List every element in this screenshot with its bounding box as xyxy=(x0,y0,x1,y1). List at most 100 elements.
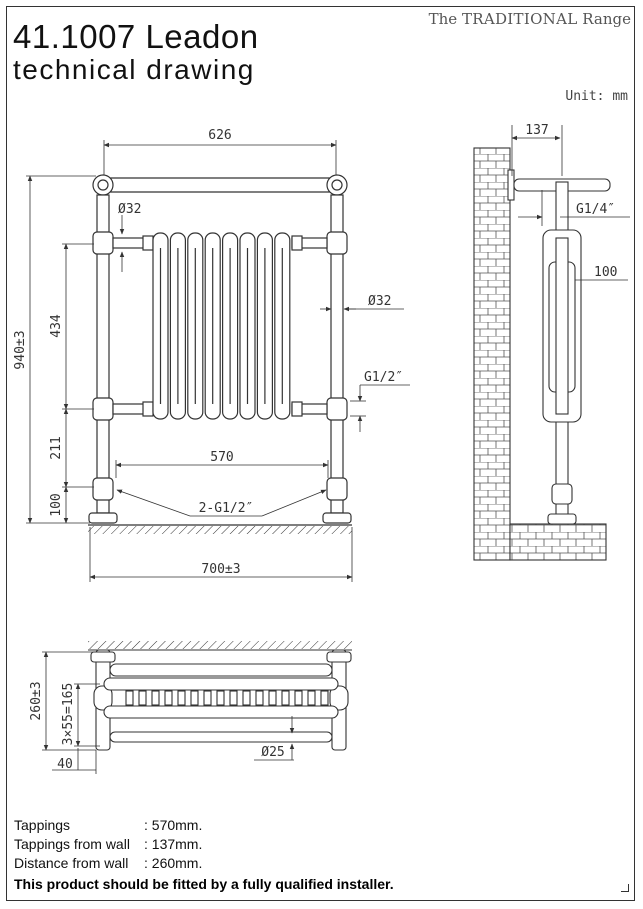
top-right-bracket-inner xyxy=(331,179,343,191)
plan-fin xyxy=(307,690,316,706)
lower-right-nut xyxy=(291,401,303,417)
plan-fin xyxy=(216,690,225,706)
dim-inlet-leader-left xyxy=(116,489,191,517)
plan-top-rail xyxy=(109,663,333,677)
spec-label: Tappings from wall xyxy=(14,836,130,852)
upper-right-nut xyxy=(291,235,303,251)
lower-left-nut xyxy=(142,401,154,417)
front-view xyxy=(88,174,352,534)
plan-left-knob xyxy=(93,685,113,711)
top-left-bracket xyxy=(92,174,114,196)
plan-bottom-rail xyxy=(109,731,333,743)
left-foot xyxy=(88,512,118,524)
plan-radiator-fins xyxy=(125,690,329,706)
plan-fin xyxy=(125,690,134,706)
plan-fin xyxy=(151,690,160,706)
side-valve xyxy=(551,483,573,505)
label-434: 434 xyxy=(49,314,64,338)
spec-label: Distance from wall xyxy=(14,855,129,871)
label-700: 700±3 xyxy=(201,562,240,577)
sheet-border xyxy=(6,6,635,901)
spec-row-tappings: Tappings : 570mm. xyxy=(14,817,202,833)
brick-wall xyxy=(473,147,511,561)
plan-left-bracket xyxy=(90,651,116,663)
upper-left-nut xyxy=(142,235,154,251)
front-dimension-labels: 626 940±3 434 211 100 Ø32 Ø32 G1/2″ 570 … xyxy=(13,128,403,577)
brand-suffix: Range xyxy=(582,10,631,28)
right-valve xyxy=(326,477,348,501)
plan-view xyxy=(88,641,352,751)
label-100: 100 xyxy=(49,493,64,516)
label-626: 626 xyxy=(208,128,231,143)
front-dimensions xyxy=(26,140,410,582)
top-left-bracket-inner xyxy=(97,179,109,191)
corner-mark xyxy=(621,884,629,892)
left-upper-collar xyxy=(92,231,114,255)
plan-fin xyxy=(138,690,147,706)
label-40: 40 xyxy=(57,757,73,772)
label-g14: G1/4″ xyxy=(576,202,615,217)
label-211: 211 xyxy=(49,436,64,459)
plan-fin xyxy=(294,690,303,706)
spec-value: : 137mm. xyxy=(144,836,203,852)
label-side-100: 100 xyxy=(594,265,617,280)
label-570: 570 xyxy=(210,450,233,465)
label-137: 137 xyxy=(525,123,548,138)
label-dia32-right: Ø32 xyxy=(368,294,391,309)
unit-label: Unit: mm xyxy=(565,89,628,104)
brick-floor xyxy=(509,523,607,561)
plan-wall-hatch xyxy=(88,641,352,649)
side-dimension-labels: 137 G1/4″ 100 xyxy=(525,123,617,280)
label-165: 3×55=165 xyxy=(61,683,76,746)
label-940: 940±3 xyxy=(13,330,28,369)
plan-fin xyxy=(190,690,199,706)
right-lower-collar xyxy=(326,397,348,421)
plan-fin xyxy=(255,690,264,706)
dim-inlet-leader-right xyxy=(261,489,327,517)
side-foot xyxy=(547,513,577,525)
plan-right-bracket xyxy=(326,651,352,663)
plan-rail-2 xyxy=(103,677,339,691)
installer-note: This product should be fitted by a fully… xyxy=(14,876,394,892)
label-g12: G1/2″ xyxy=(364,370,403,385)
side-view xyxy=(473,147,611,561)
plan-fin xyxy=(164,690,173,706)
plan-fin xyxy=(268,690,277,706)
plan-fin xyxy=(177,690,186,706)
label-inlets: 2-G1/2″ xyxy=(199,501,254,516)
right-upper-collar xyxy=(326,231,348,255)
plan-dimension-labels: 260±3 3×55=165 40 Ø25 xyxy=(29,681,285,772)
spec-label: Tappings xyxy=(14,817,71,833)
side-column-front xyxy=(555,237,569,415)
top-right-bracket xyxy=(326,174,348,196)
wall-plate xyxy=(507,169,515,201)
plan-right-knob xyxy=(329,685,349,711)
spec-value: : 570mm. xyxy=(144,817,203,833)
plan-fin xyxy=(229,690,238,706)
floor-hatch xyxy=(88,526,352,534)
spec-row-tappings-wall: Tappings from wall : 137mm. xyxy=(14,836,202,852)
brand-label: The TRADITIONAL Range xyxy=(429,10,631,28)
radiator-columns xyxy=(152,232,291,420)
side-dimensions xyxy=(511,125,630,281)
right-foot xyxy=(322,512,352,524)
left-lower-collar xyxy=(92,397,114,421)
spec-row-distance-wall: Distance from wall : 260mm. xyxy=(14,855,202,871)
product-title: 41.1007 Leadon xyxy=(13,18,259,55)
label-260: 260±3 xyxy=(29,681,44,720)
plan-fin xyxy=(242,690,251,706)
plan-fin xyxy=(320,690,329,706)
label-dia32-left: Ø32 xyxy=(118,202,141,217)
plan-fin xyxy=(281,690,290,706)
spec-value: : 260mm. xyxy=(144,855,203,871)
left-valve xyxy=(92,477,114,501)
plan-rail-3 xyxy=(103,705,339,719)
drawing-subtitle: technical drawing xyxy=(13,54,255,85)
brand-name: TRADITIONAL xyxy=(461,10,578,28)
plan-fin xyxy=(203,690,212,706)
label-dia25: Ø25 xyxy=(261,745,284,760)
plan-dimensions xyxy=(42,651,295,774)
brand-prefix: The xyxy=(428,10,458,28)
